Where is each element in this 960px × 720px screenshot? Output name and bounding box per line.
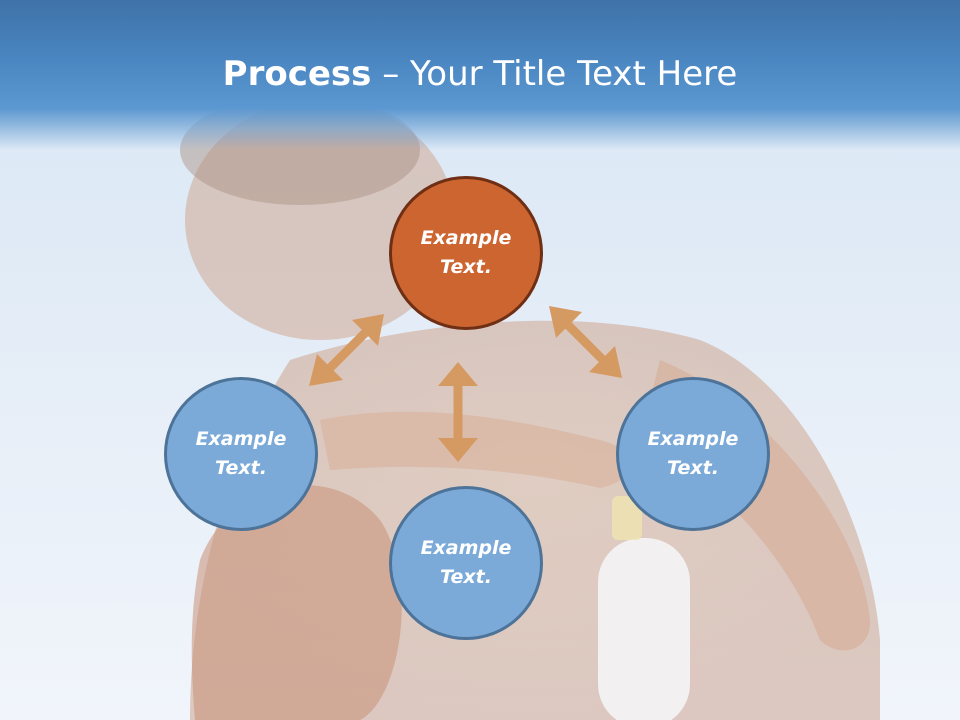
arrow-top-left xyxy=(309,314,384,386)
process-node-left: Example Text. xyxy=(164,377,318,531)
arrow-top-right xyxy=(549,306,622,378)
slide-title: Process – Your Title Text Here xyxy=(0,52,960,96)
node-left-label: Example Text. xyxy=(195,428,287,479)
title-band xyxy=(0,0,960,150)
process-node-top: Example Text. xyxy=(389,176,543,330)
title-bold: Process xyxy=(222,54,372,94)
node-bottom-label: Example Text. xyxy=(420,537,512,588)
title-rest: Your Title Text Here xyxy=(410,54,738,94)
process-node-bottom: Example Text. xyxy=(389,486,543,640)
process-node-right: Example Text. xyxy=(616,377,770,531)
arrow-center-vertical xyxy=(438,362,478,462)
node-right-label: Example Text. xyxy=(647,428,739,479)
title-dash: – xyxy=(371,54,411,94)
node-top-label: Example Text. xyxy=(420,227,512,278)
